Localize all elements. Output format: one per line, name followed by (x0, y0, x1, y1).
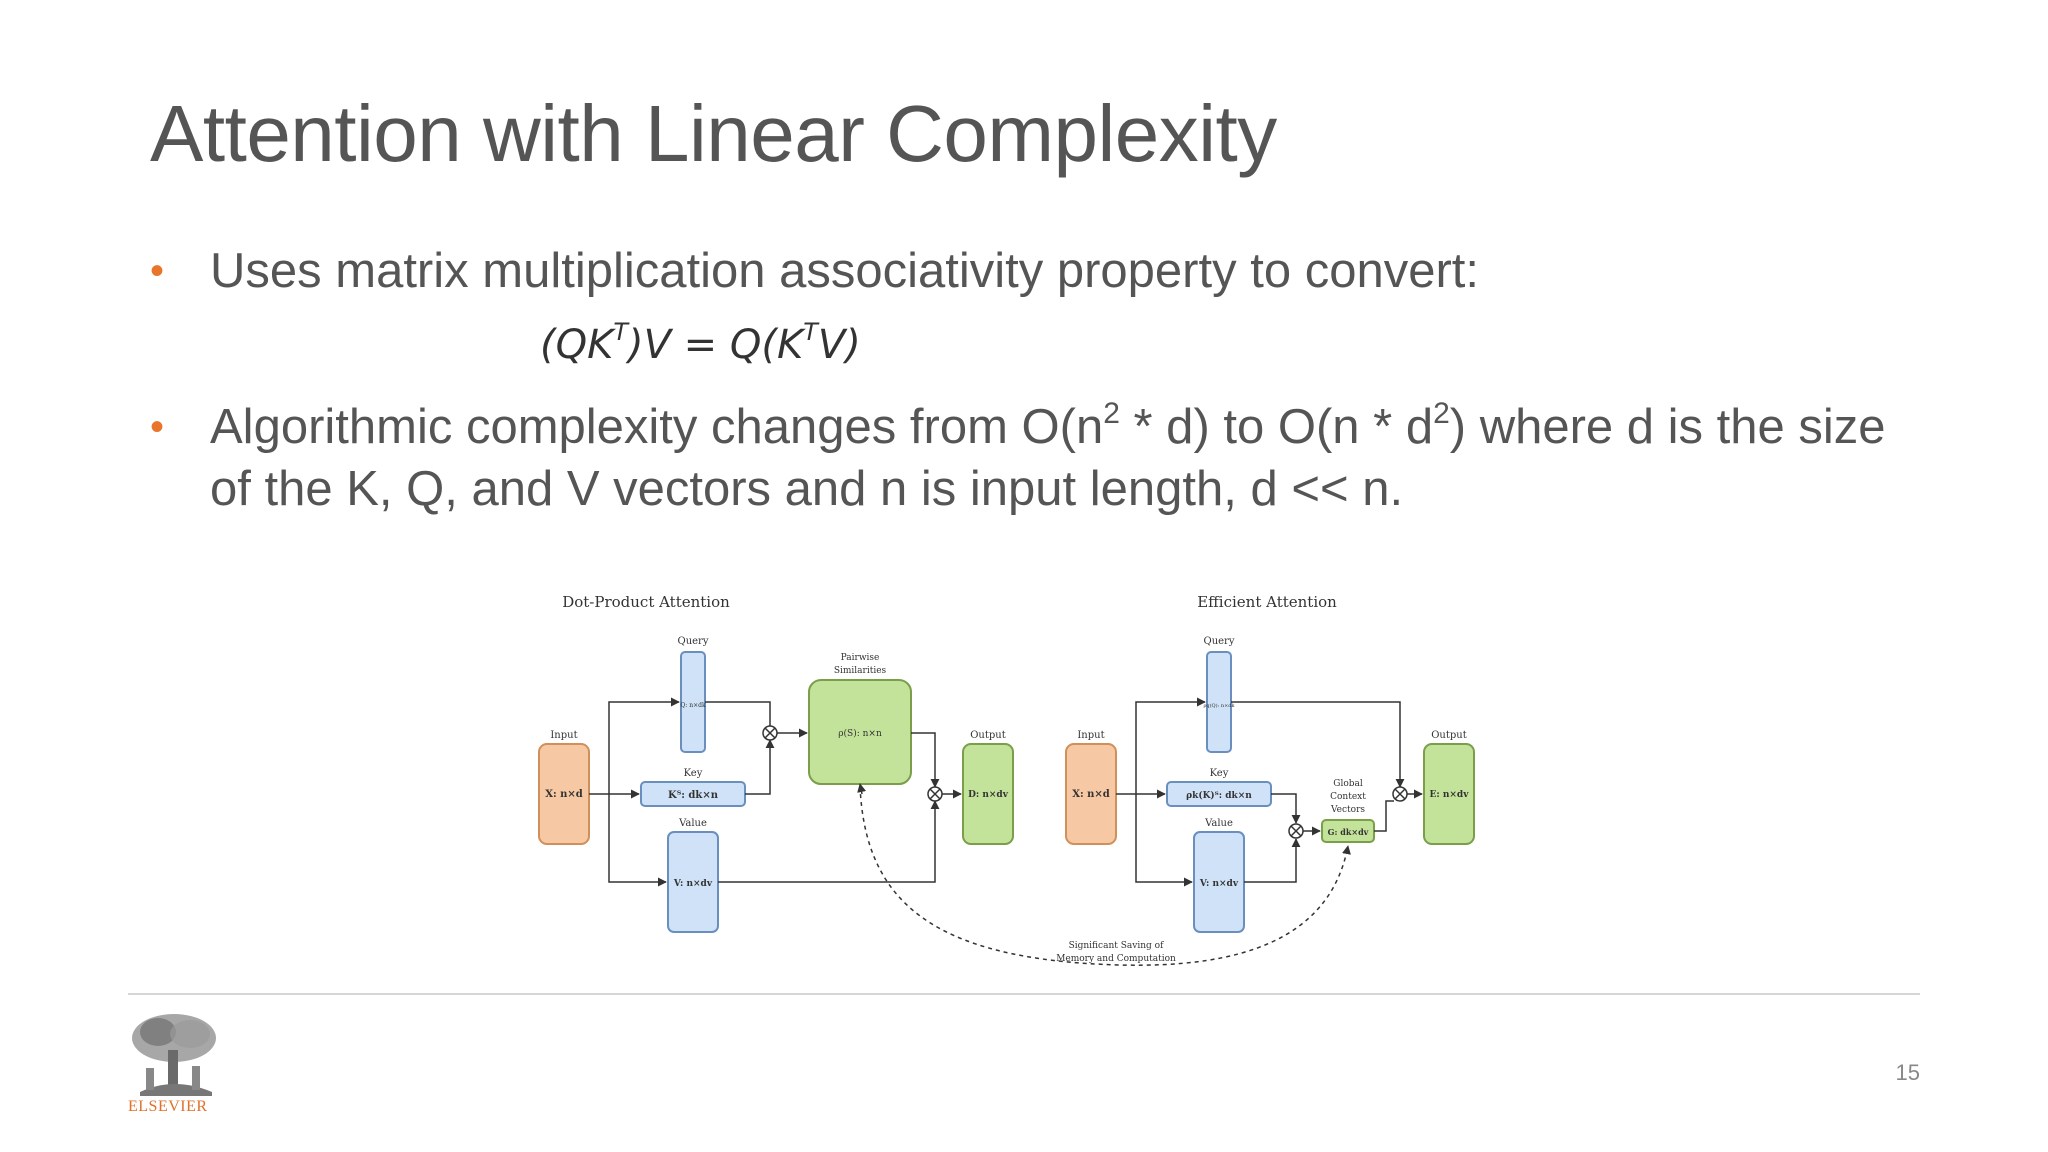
pairwise-label-1: Pairwise (841, 653, 880, 663)
bullet-dot: • (150, 405, 165, 449)
left-diagram: Input X: n×d Query Q: n×dk Key Kᵀ: dk×n … (538, 636, 1014, 933)
formula-left-close: )V = Q(K (628, 322, 804, 368)
global-label-2: Context (1330, 792, 1366, 802)
right-query-box-label: ρq(Q): n×dk (1203, 702, 1235, 709)
elsevier-tree-icon (132, 1014, 216, 1096)
slide-title: Attention with Linear Complexity (150, 89, 1277, 178)
right-input-to-value (1135, 794, 1193, 887)
right-context-box-label: G: dk×dv (1328, 827, 1369, 837)
left-input-to-query (608, 697, 680, 794)
footer-divider (128, 993, 1920, 995)
complexity-part-1: Algorithmic complexity changes from O(n (210, 400, 1104, 454)
left-output-box (962, 743, 1014, 845)
bullet-associativity: • Uses matrix multiplication associativi… (150, 240, 1910, 304)
left-input-box-label: X: n×d (545, 789, 583, 800)
left-value-to-mult (718, 800, 940, 883)
saving-dashed-arc-start (857, 783, 867, 795)
right-input-box-label: X: n×d (1072, 789, 1110, 800)
left-input-label: Input (550, 730, 577, 741)
right-key-box-label: ρk(K)ᵀ: dk×n (1186, 790, 1252, 801)
right-query-box (1206, 651, 1232, 753)
page-number: 15 (1895, 1060, 1920, 1085)
right-value-label: Value (1204, 818, 1233, 829)
left-pairwise-box-label: ρ(S): n×n (838, 728, 882, 739)
bullet-complexity: • Algorithmic complexity changes from O(… (150, 396, 1910, 526)
left-output-label: Output (970, 730, 1006, 741)
formula-right-sup: T (803, 318, 818, 346)
bullet-text: Uses matrix multiplication associativity… (210, 244, 1479, 298)
left-diagram-title: Dot-Product Attention (562, 593, 730, 611)
right-output-box (1423, 743, 1475, 845)
left-value-box-label: V: n×dv (673, 879, 713, 889)
formula-left-open: (QK (540, 322, 614, 368)
right-value-box-label: V: n×dv (1199, 879, 1239, 889)
left-output-box-label: D: n×dv (968, 790, 1009, 800)
left-query-box-label: Q: n×dk (680, 702, 706, 709)
complexity-sup-2: 2 (1433, 397, 1450, 430)
elsevier-logo-text: ELSEVIER (128, 1098, 208, 1115)
associativity-formula: (QKT)V = Q(KTV) (540, 320, 861, 368)
left-key-box-label: Kᵀ: dk×n (668, 790, 719, 801)
right-query-to-mult (1231, 701, 1405, 788)
left-pairwise-to-mult (911, 732, 940, 788)
attention-diagram: Dot-Product Attention Efficient Attentio… (538, 593, 1475, 966)
right-output-box-label: E: n×dv (1430, 790, 1470, 800)
right-input-label: Input (1077, 730, 1104, 741)
saving-label-1: Significant Saving of (1069, 941, 1164, 951)
right-query-label: Query (1204, 636, 1235, 647)
complexity-part-3: ) where d is the size of the K, Q, and V… (210, 400, 1886, 516)
left-input-to-value (608, 794, 667, 887)
left-query-to-mult (705, 701, 771, 726)
right-value-to-mult (1244, 838, 1301, 883)
right-key-to-mult (1271, 793, 1301, 824)
bullet-dot: • (150, 249, 165, 293)
right-key-label: Key (1210, 768, 1229, 779)
complexity-part-2: * d) to O(n * d (1119, 400, 1434, 454)
saving-label-2: Memory and Computation (1056, 954, 1176, 964)
bullet-text: Algorithmic complexity changes from O(n2… (210, 396, 1910, 520)
saving-dashed-arc (859, 785, 1351, 966)
formula-left-sup: T (613, 318, 628, 346)
complexity-sup-1: 2 (1103, 397, 1120, 430)
right-output-label: Output (1431, 730, 1467, 741)
left-key-label: Key (684, 768, 703, 779)
pairwise-label-2: Similarities (834, 666, 887, 676)
right-diagram-title: Efficient Attention (1197, 593, 1337, 611)
right-context-to-mult (1374, 800, 1394, 832)
global-label-1: Global (1333, 779, 1363, 789)
left-value-label: Value (678, 818, 707, 829)
right-diagram: Input X: n×d Query ρq(Q): n×dk Key ρk(K)… (1065, 636, 1475, 933)
right-input-to-query (1135, 697, 1206, 794)
formula-right-close: V) (817, 322, 861, 368)
global-label-3: Vectors (1330, 805, 1365, 815)
left-key-to-mult (745, 739, 775, 795)
left-query-label: Query (678, 636, 709, 647)
